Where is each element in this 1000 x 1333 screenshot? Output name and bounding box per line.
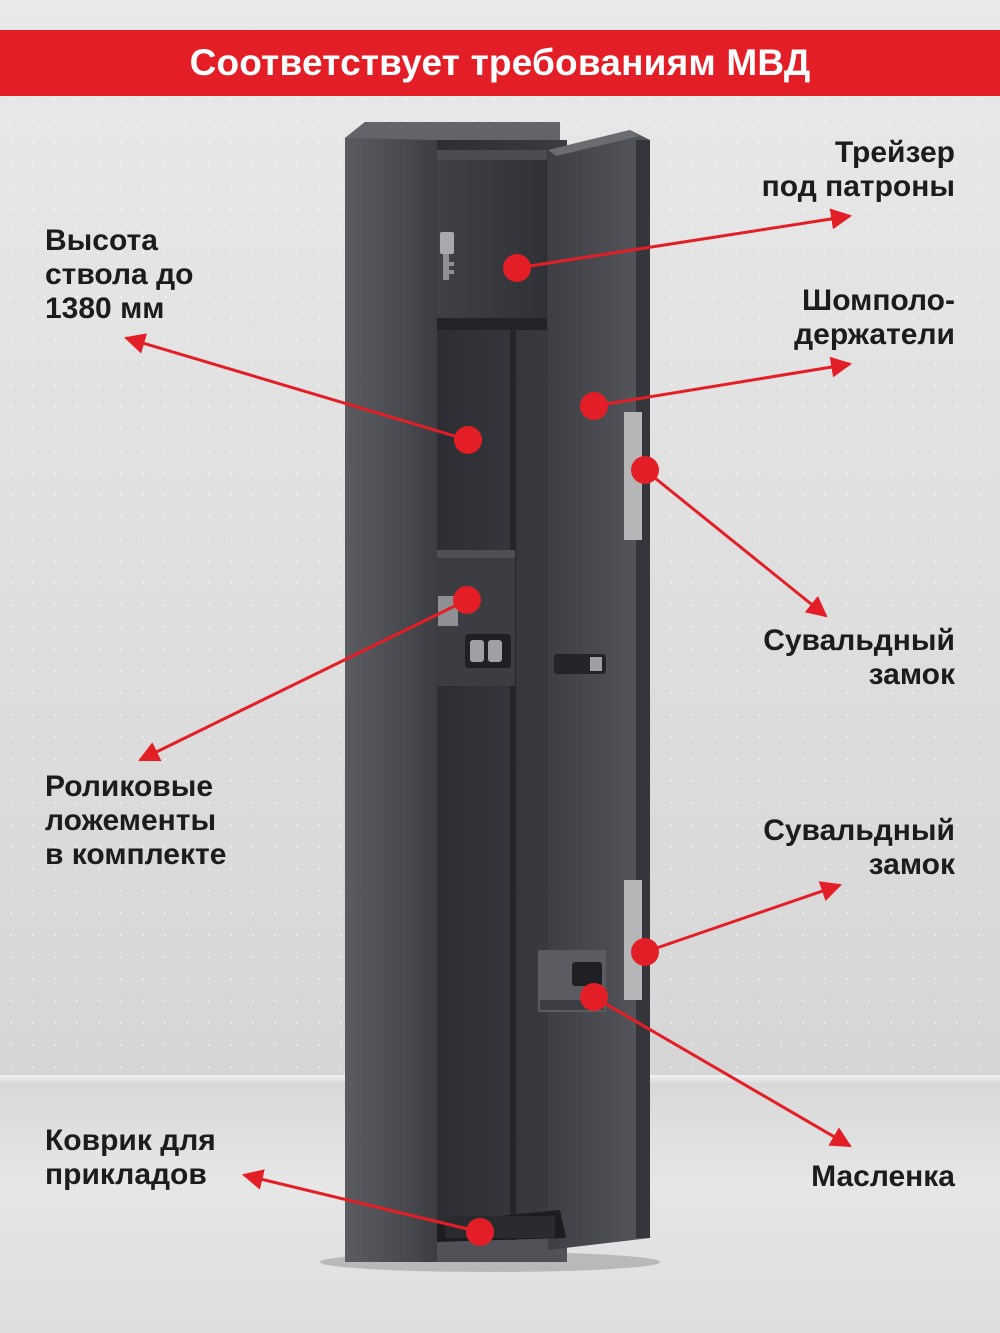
label-barrel-height: Высота ствола до 1380 мм <box>45 224 194 325</box>
door-hinge-bottom <box>624 880 642 1000</box>
callout-arrows <box>123 208 853 1234</box>
dot-barrel-height <box>454 426 482 454</box>
arrow-lock-top <box>644 468 828 618</box>
roller-lodgment-box <box>437 550 515 686</box>
dot-roller-lodgments <box>453 586 481 614</box>
callout-dots <box>453 254 659 1246</box>
label-treizer: Трейзер под патроны <box>761 136 955 203</box>
safe-door <box>548 130 650 1250</box>
label-roller-lodgments: Роликовые ложементы в комплекте <box>45 770 227 871</box>
arrow-oiler <box>593 995 852 1148</box>
label-lock-bottom: Сувальдный замок <box>763 814 955 881</box>
arrow-treizer <box>516 208 853 270</box>
arrow-butt-mat <box>241 1169 481 1234</box>
dot-treizer <box>503 254 531 282</box>
compliance-banner: Соответствует требованиям МВД <box>0 30 1000 96</box>
arrow-lock-bottom <box>644 881 842 954</box>
label-lock-top: Сувальдный замок <box>763 624 955 691</box>
label-oiler: Масленка <box>811 1160 955 1193</box>
arrow-roller-lodgments <box>138 598 468 762</box>
banner-text: Соответствует требованиям МВД <box>189 42 811 83</box>
arrow-rod-holders <box>593 356 853 408</box>
dot-lock-top <box>631 456 659 484</box>
arrow-barrel-height <box>123 333 469 442</box>
label-rod-holders: Шомполо- держатели <box>794 284 955 351</box>
dot-butt-mat <box>466 1218 494 1246</box>
dot-oiler <box>580 983 608 1011</box>
dot-lock-bottom <box>631 938 659 966</box>
dot-rod-holders <box>580 392 608 420</box>
cartridge-box <box>437 150 547 330</box>
label-butt-mat: Коврик для прикладов <box>45 1124 216 1191</box>
partition <box>510 330 516 1240</box>
key-icon <box>440 232 454 280</box>
